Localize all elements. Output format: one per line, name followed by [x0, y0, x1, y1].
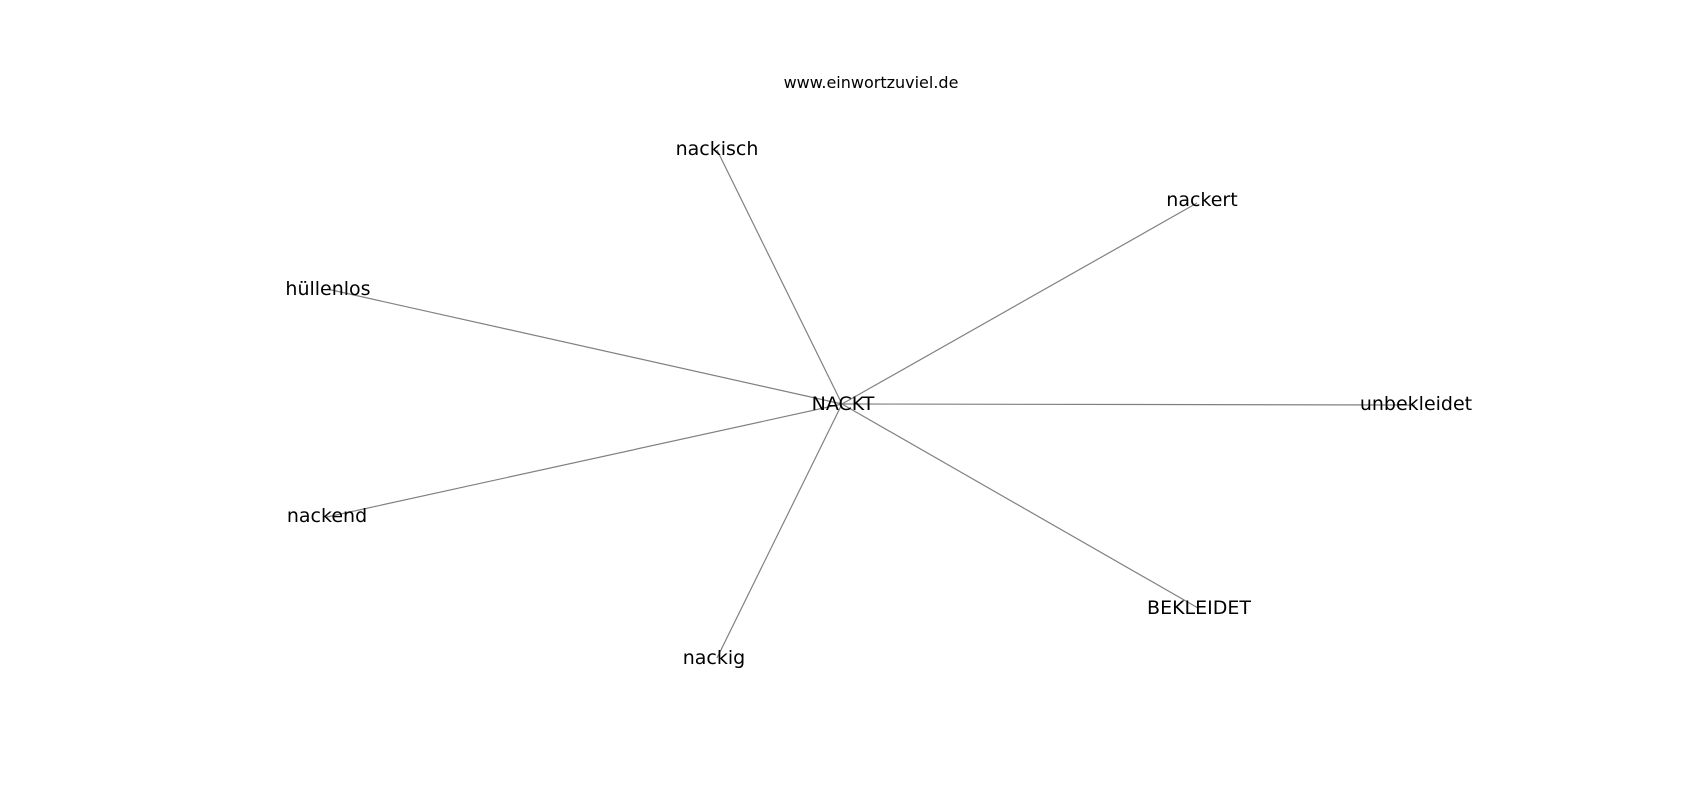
- node-bekleidet: BEKLEIDET: [1147, 597, 1251, 619]
- node-nackisch: nackisch: [676, 138, 759, 160]
- edge-nackert: [841, 202, 1198, 405]
- nodes: NACKT nackisch nackert hüllenlos unbekle…: [285, 138, 1472, 669]
- node-unbekleidet: unbekleidet: [1360, 393, 1472, 415]
- edge-nackig: [716, 403, 843, 659]
- node-nackend: nackend: [287, 505, 367, 527]
- node-huellenlos: hüllenlos: [285, 278, 370, 300]
- edge-bekleidet: [841, 403, 1199, 609]
- node-nackig: nackig: [683, 647, 745, 669]
- edges: [326, 149, 1416, 659]
- edge-unbekleidet: [841, 403, 1416, 406]
- edge-huellenlos: [326, 288, 843, 405]
- node-center: NACKT: [812, 393, 875, 415]
- edge-nackisch: [716, 149, 843, 405]
- edge-nackend: [326, 403, 843, 518]
- node-nackert: nackert: [1166, 189, 1237, 211]
- site-title: www.einwortzuviel.de: [784, 73, 959, 92]
